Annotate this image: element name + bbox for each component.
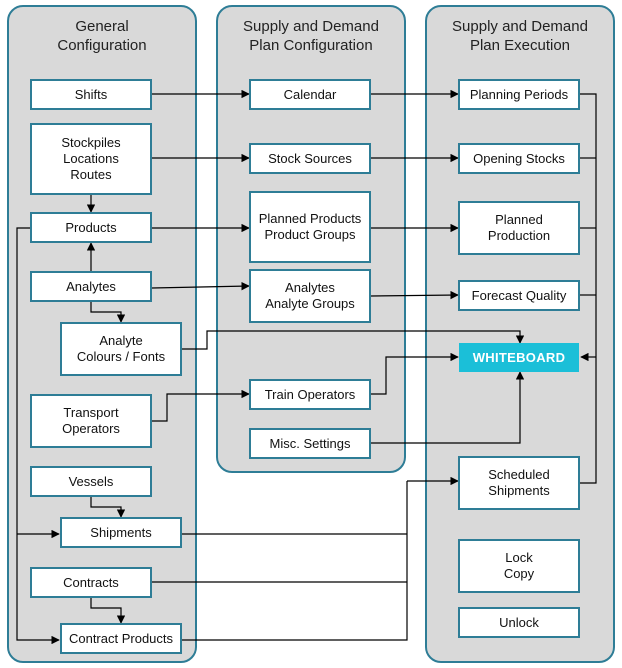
lock-copy-box[interactable]: Lock Copy: [458, 539, 580, 593]
vessels-box[interactable]: Vessels: [30, 466, 152, 497]
whiteboard-box[interactable]: WHITEBOARD: [459, 343, 579, 372]
planned-production-box[interactable]: Planned Production: [458, 201, 580, 255]
planned-products-box[interactable]: Planned Products Product Groups: [249, 191, 371, 263]
contracts-box[interactable]: Contracts: [30, 567, 152, 598]
analyte-colours-fonts-box[interactable]: Analyte Colours / Fonts: [60, 322, 182, 376]
analytes-box[interactable]: Analytes: [30, 271, 152, 302]
train-operators-box[interactable]: Train Operators: [249, 379, 371, 410]
contract-products-to-scheduled-shipments-line: [182, 481, 408, 641]
products-box[interactable]: Products: [30, 212, 152, 243]
transport-operators-box[interactable]: Transport Operators: [30, 394, 152, 448]
misc-settings-box[interactable]: Misc. Settings: [249, 428, 371, 459]
general-configuration-title: General Configuration: [57, 18, 147, 54]
planning-periods-box[interactable]: Planning Periods: [458, 79, 580, 110]
stockpiles-locations-routes-box[interactable]: Stockpiles Locations Routes: [30, 123, 152, 195]
analyte-groups-box[interactable]: Analytes Analyte Groups: [249, 269, 371, 323]
forecast-quality-box[interactable]: Forecast Quality: [458, 280, 580, 311]
stock-sources-box[interactable]: Stock Sources: [249, 143, 371, 174]
unlock-box[interactable]: Unlock: [458, 607, 580, 638]
contract-products-box[interactable]: Contract Products: [60, 623, 182, 654]
plan-execution-title: Supply and Demand Plan Execution: [452, 18, 588, 54]
shipments-box[interactable]: Shipments: [60, 517, 182, 548]
calendar-box[interactable]: Calendar: [249, 79, 371, 110]
shifts-box[interactable]: Shifts: [30, 79, 152, 110]
plan-configuration-title: Supply and Demand Plan Configuration: [243, 18, 379, 54]
opening-stocks-box[interactable]: Opening Stocks: [458, 143, 580, 174]
scheduled-shipments-box[interactable]: Scheduled Shipments: [458, 456, 580, 510]
